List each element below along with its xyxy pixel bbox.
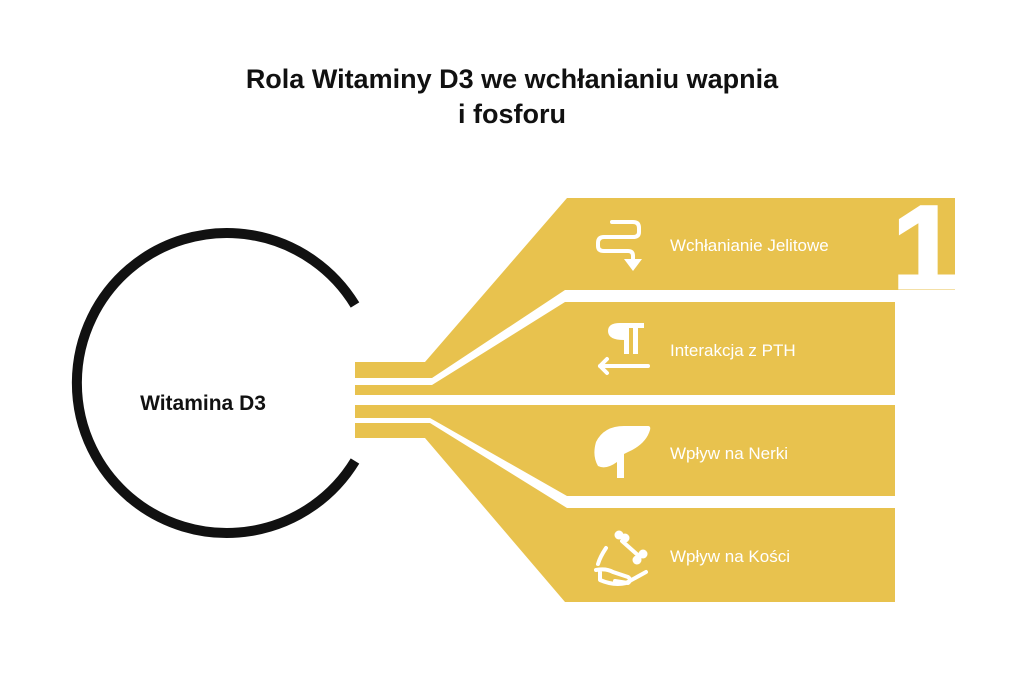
title-line-1: Rola Witaminy D3 we wchłanianiu wapnia — [245, 64, 779, 94]
segment-1-label: Wchłanianie Jelitowe — [670, 236, 829, 255]
segment-4-label: Wpływ na Kości — [670, 547, 790, 566]
segment-2-label: Interakcja z PTH — [670, 341, 796, 360]
intestine-icon — [596, 220, 642, 271]
segment-3-label: Wpływ na Nerki — [670, 444, 788, 463]
segment-2-number: 2 — [912, 286, 978, 418]
liver-icon — [594, 426, 651, 478]
segment-4: 4 Wpływ na Kości — [355, 423, 980, 628]
segment-3-number: 3 — [912, 390, 978, 522]
segment-1-number: 1 — [892, 182, 958, 314]
title-line-2: i fosforu — [458, 99, 566, 129]
segment-1-band — [355, 198, 955, 378]
segment-4-number: 4 — [912, 494, 978, 626]
center-label: Witamina D3 — [140, 392, 266, 415]
segment-1: 1 Wchłanianie Jelitowe — [355, 181, 960, 378]
center-node: Witamina D3 — [71, 228, 360, 538]
hand-bone-icon — [594, 530, 648, 586]
center-ring — [71, 228, 360, 538]
segment-4-band — [355, 423, 895, 602]
pilcrow-arrow-icon — [598, 323, 650, 375]
segment-3: 3 Wpływ na Nerki — [355, 389, 980, 524]
segment-2: 2 Interakcja z PTH — [355, 285, 980, 420]
diagram-title: Rola Witaminy D3 we wchłanianiu wapnia i… — [0, 62, 1024, 132]
